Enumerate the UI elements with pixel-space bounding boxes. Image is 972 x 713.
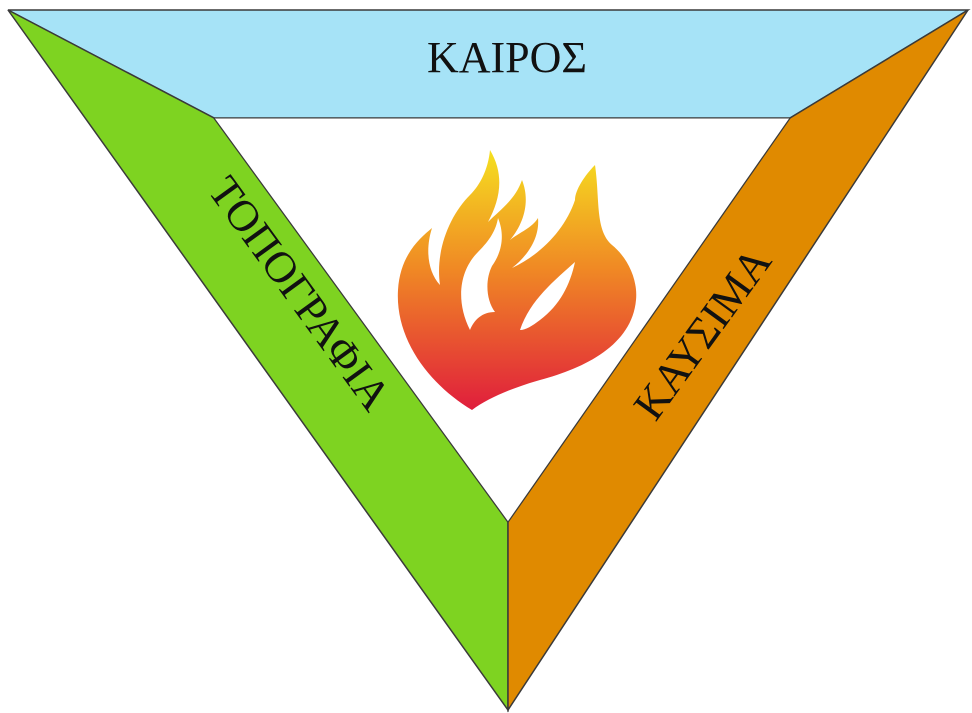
label-weather: ΚΑΙΡΟΣ — [427, 33, 587, 82]
flame-icon — [397, 150, 637, 410]
